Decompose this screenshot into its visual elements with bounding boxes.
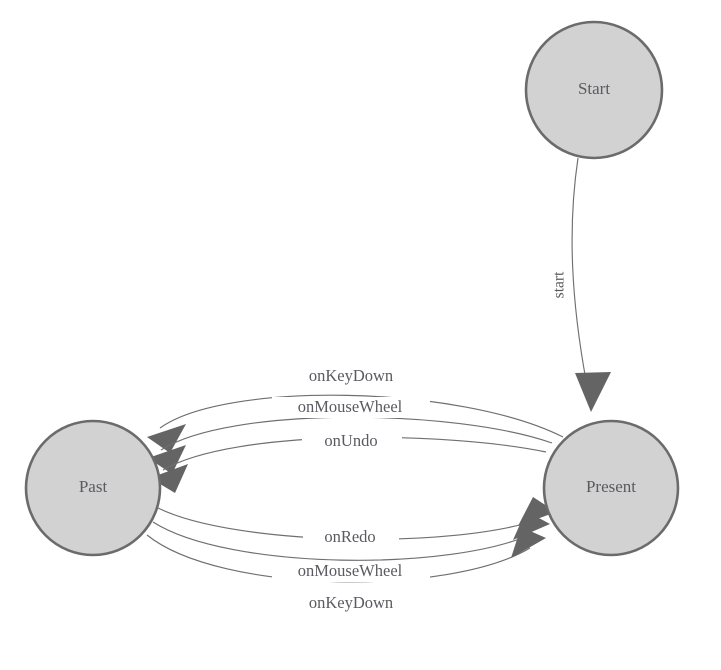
arrowhead-start-present (575, 372, 611, 412)
node-past[interactable]: Past (24, 419, 162, 557)
arrowhead-past-present-keydown (511, 527, 546, 558)
edge-label-past-present-keydown: onKeyDown (309, 593, 393, 612)
label-bg-undo (302, 431, 402, 452)
label-bg-wheel-bottom (272, 561, 430, 582)
edge-label-start: start (551, 271, 568, 298)
edge-label-layer: onKeyDown onMouseWheel onUndo onRedo onM… (272, 366, 430, 614)
edge-label-past-present-wheel: onMouseWheel (298, 561, 403, 580)
label-bg-redo (303, 527, 399, 548)
edge-label-past-present-redo: onRedo (324, 527, 375, 546)
edge-label-present-past-wheel: onMouseWheel (298, 397, 403, 416)
node-past-label: Past (79, 477, 108, 496)
node-present-circle[interactable] (542, 419, 680, 557)
label-bg-keydown-top (284, 366, 418, 387)
arrowhead-present-past-undo (150, 464, 188, 493)
edge-label-present-past-undo: onUndo (324, 431, 377, 450)
edge-start-present[interactable]: start (551, 157, 611, 412)
edge-path-present-past-keydown (159, 394, 564, 438)
arrowhead-present-past-keydown (147, 424, 186, 453)
node-start-circle[interactable] (524, 20, 664, 160)
edge-path-past-present-wheel (152, 521, 535, 561)
node-layer: Start Past Present (24, 20, 680, 557)
edge-path-start-present (571, 157, 590, 397)
label-bg-wheel-top (272, 397, 430, 418)
node-present[interactable]: Present (542, 419, 680, 557)
node-start-label: Start (578, 79, 610, 98)
node-start[interactable]: Start (524, 20, 664, 160)
edge-label-present-past-keydown: onKeyDown (309, 366, 393, 385)
node-present-label: Present (586, 477, 636, 496)
label-bg-keydown-bottom (284, 593, 418, 614)
arrowhead-present-past-wheel (148, 445, 186, 474)
node-past-circle[interactable] (24, 419, 162, 557)
edge-present-past-keydown[interactable] (147, 394, 564, 453)
